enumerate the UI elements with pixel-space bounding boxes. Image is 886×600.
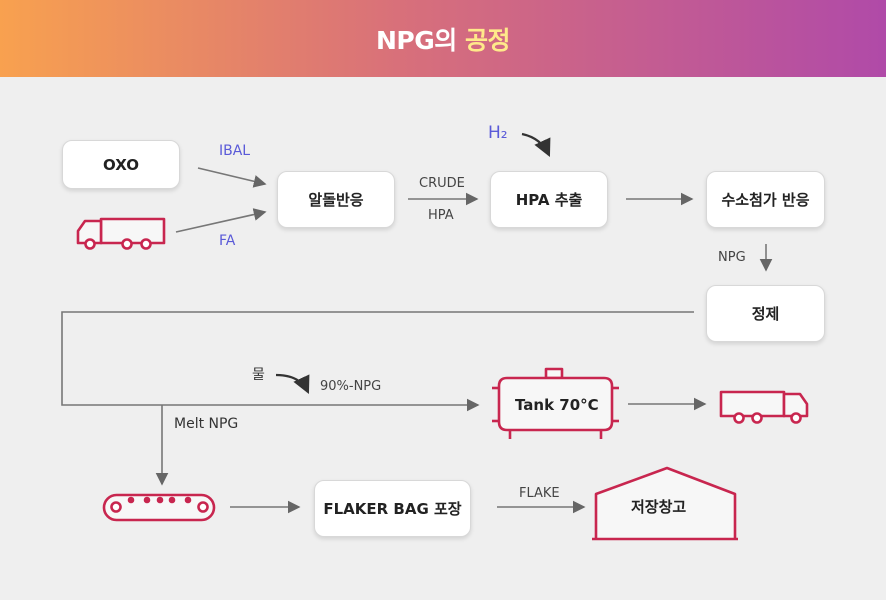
label-fa: FA	[219, 233, 236, 249]
tank-label: Tank 70°C	[515, 396, 599, 414]
tank-icon	[492, 367, 619, 439]
node-hpa-extraction: HPA 추출	[490, 171, 608, 228]
warehouse-icon	[592, 466, 738, 541]
label-crude: CRUDE	[419, 176, 465, 191]
label-90-npg: 90%-NPG	[320, 379, 382, 394]
node-purification: 정제	[706, 285, 825, 342]
truck-icon	[76, 217, 166, 250]
warehouse-label: 저장창고	[631, 498, 687, 516]
line-purification-return	[61, 311, 694, 412]
title-prefix: NPG의	[375, 25, 457, 55]
curved-arrow-h2	[521, 132, 551, 157]
label-npg: NPG	[718, 250, 746, 265]
arrow-oxo-aldol	[197, 167, 267, 188]
label-melt-npg: Melt NPG	[174, 416, 239, 432]
conveyor-icon	[102, 493, 216, 522]
node-aldol-reaction: 알돌반응	[277, 171, 395, 228]
page-title: NPG의 공정	[375, 21, 511, 57]
header-banner: NPG의 공정	[0, 0, 886, 77]
node-flaker-bag: FLAKER BAG 포장	[314, 480, 471, 537]
label-ibal: IBAL	[219, 143, 251, 159]
arrow-truck-aldol	[175, 208, 267, 233]
node-hydrogenation: 수소첨가 반응	[706, 171, 825, 228]
title-highlight: 공정	[464, 25, 511, 55]
truck-icon	[719, 390, 809, 424]
label-water: 물	[252, 367, 265, 383]
curved-arrow-water	[275, 373, 310, 394]
label-h2: H₂	[488, 123, 508, 143]
label-hpa: HPA	[428, 208, 454, 223]
label-flake: FLAKE	[519, 486, 560, 501]
node-oxo: OXO	[62, 140, 180, 189]
